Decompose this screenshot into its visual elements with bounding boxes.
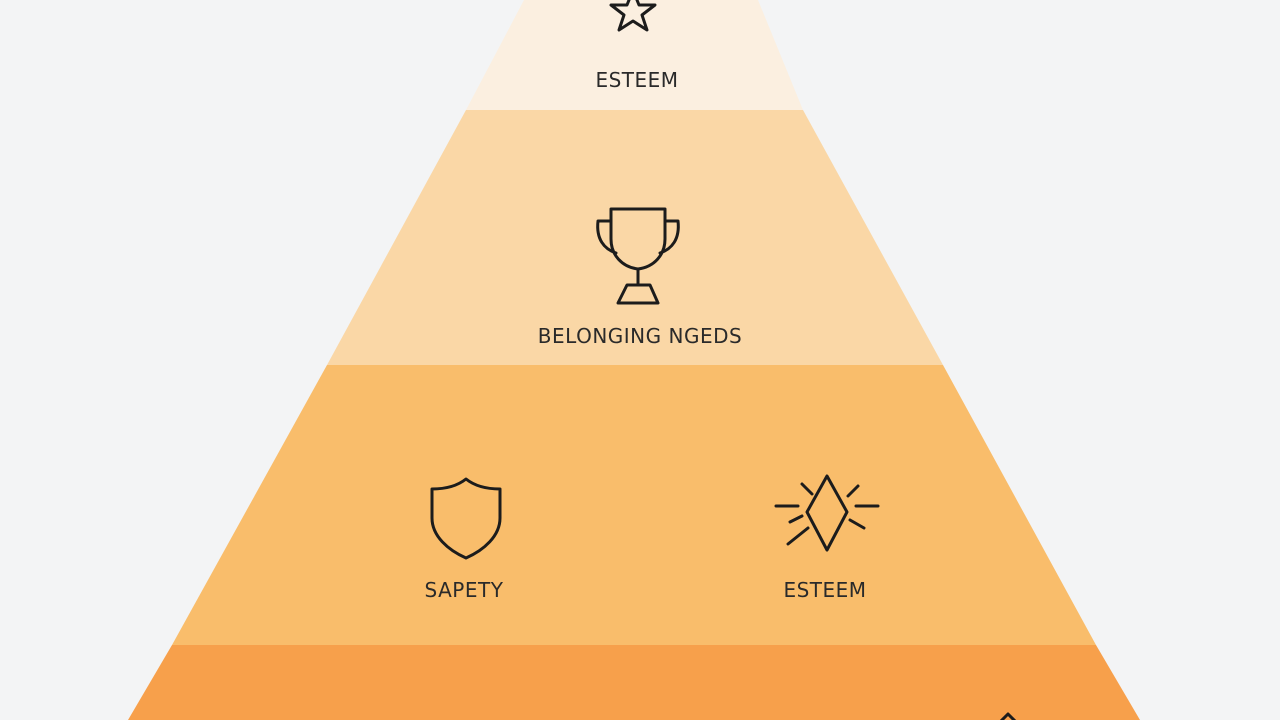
tier-third bbox=[172, 365, 1096, 645]
tier-second bbox=[327, 110, 943, 365]
tier-second-label: BELONGING NGEDS bbox=[537, 324, 743, 348]
sparkle-diamond-icon bbox=[772, 472, 882, 554]
partial-icon bbox=[996, 712, 1020, 720]
trophy-icon bbox=[594, 207, 684, 307]
tier-top-label: ESTEEM bbox=[595, 68, 679, 92]
tier-third-label-left: SAPETY bbox=[424, 578, 504, 602]
tier-third-label-right: ESTEEM bbox=[783, 578, 867, 602]
tier-top bbox=[466, 0, 803, 110]
shield-icon bbox=[428, 476, 504, 562]
star-icon bbox=[608, 0, 658, 32]
tier-bottom bbox=[128, 645, 1140, 720]
